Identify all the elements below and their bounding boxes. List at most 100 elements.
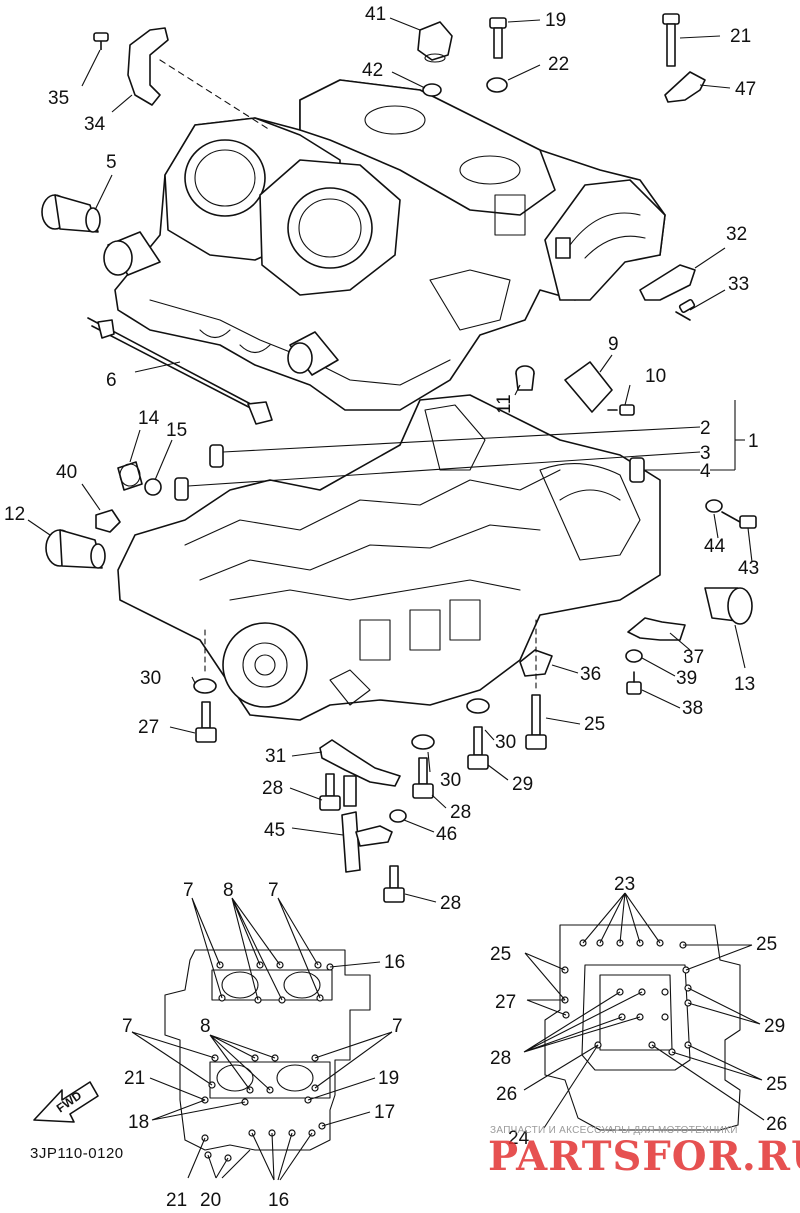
watermark-caption: ЗАПЧАСТИ И АКСЕССУАРЫ ДЛЯ МОТОТЕХНИКИ: [490, 1125, 738, 1136]
callout-41: 41: [365, 4, 386, 25]
callout-47: 47: [735, 79, 756, 100]
callout-19: 19: [545, 10, 566, 31]
upper-label-16a: 16: [384, 952, 405, 973]
lower-label-25c: 25: [766, 1074, 787, 1095]
callout-45: 45: [264, 820, 285, 841]
part-10-screw: [607, 404, 635, 416]
part-25-bolt: [525, 694, 547, 750]
callout-35: 35: [48, 88, 69, 109]
callout-40: 40: [56, 462, 77, 483]
part-40-cap: [95, 509, 121, 533]
lower-case-bolt-pattern: 23 25 25 27 29 28 26 25 24 26: [490, 874, 787, 1149]
part-32-bracket: [639, 264, 696, 301]
upper-label-18: 18: [128, 1112, 149, 1133]
lower-crankcase: [117, 394, 661, 721]
part-12-plug: [45, 529, 106, 569]
callout-30-left: 30: [140, 668, 161, 689]
part-21-bolt: [662, 13, 680, 67]
part-47-clamp: [664, 71, 706, 103]
callout-39: 39: [676, 668, 697, 689]
callout-5: 5: [106, 152, 117, 173]
leader-lines: [27, 17, 753, 903]
part-number-code: 3JP110-0120: [30, 1145, 124, 1162]
part-39-washer: [625, 649, 643, 663]
callout-10: 10: [645, 366, 666, 387]
part-28-bolt-b: [319, 773, 341, 811]
upper-label-8b: 8: [200, 1016, 211, 1037]
upper-case-bolt-pattern: 7 8 7 16 7 8 7 21 19 18 17 21 20 16: [122, 880, 405, 1211]
callout-42: 42: [362, 60, 383, 81]
lower-label-29: 29: [764, 1016, 785, 1037]
upper-label-21b: 21: [166, 1190, 187, 1211]
callout-46: 46: [436, 824, 457, 845]
callout-labels: 41 19 21 42 22 47 35 34 5 32 33 9 6 10 1…: [4, 4, 759, 914]
upper-label-19: 19: [378, 1068, 399, 1089]
upper-label-17: 17: [374, 1102, 395, 1123]
callout-34: 34: [84, 114, 106, 135]
lower-label-24: 24: [508, 1128, 530, 1149]
part-5-plug: [41, 194, 101, 233]
part-22-washer: [486, 77, 508, 93]
part-44-washer: [705, 499, 723, 513]
part-14-plug: [117, 461, 143, 491]
callout-9: 9: [608, 334, 619, 355]
part-41-plug: [417, 21, 453, 63]
upper-label-7b: 7: [268, 880, 279, 901]
lower-label-23: 23: [614, 874, 635, 895]
callout-21: 21: [730, 26, 751, 47]
callout-14: 14: [138, 408, 160, 429]
part-33-screw: [675, 298, 696, 321]
callout-33: 33: [728, 274, 749, 295]
forward-arrow: FWD: [33, 1081, 99, 1123]
part-9-plate: [564, 361, 613, 413]
callout-12: 12: [4, 504, 25, 525]
part-46-oring: [389, 809, 407, 823]
part-29-bolt: [467, 726, 489, 770]
callout-37: 37: [683, 647, 704, 668]
upper-label-21: 21: [124, 1068, 145, 1089]
callout-30-low: 30: [440, 770, 461, 791]
callout-43: 43: [738, 558, 759, 579]
part-11-plug: [515, 365, 535, 391]
part-30-washer-low: [411, 734, 435, 750]
part-15-oring: [144, 478, 162, 496]
part-6-stud: [87, 317, 273, 425]
part-2-dowel: [209, 444, 224, 468]
callout-31: 31: [265, 746, 286, 767]
part-30-washer-mid: [466, 698, 490, 714]
lower-label-28: 28: [490, 1048, 511, 1069]
callout-27: 27: [138, 717, 159, 738]
callout-32: 32: [726, 224, 747, 245]
callout-22: 22: [548, 54, 569, 75]
upper-label-7d: 7: [392, 1016, 403, 1037]
part-37-clamp: [627, 617, 686, 641]
part-45-pipe: [341, 775, 393, 873]
callout-28-left: 28: [262, 778, 283, 799]
lower-label-26a: 26: [496, 1084, 517, 1105]
callout-28-mid: 28: [450, 802, 471, 823]
callout-29: 29: [512, 774, 533, 795]
part-28-bolt-a: [412, 757, 434, 799]
callout-1: 1: [748, 431, 759, 452]
callout-3: 3: [700, 443, 711, 464]
callout-15: 15: [166, 420, 187, 441]
callout-44: 44: [704, 536, 726, 557]
lower-label-27: 27: [495, 992, 516, 1013]
part-36-clip: [519, 649, 553, 677]
part-30-washer-left: [193, 678, 217, 694]
upper-label-16b: 16: [268, 1190, 289, 1211]
part-31-bracket: [319, 739, 401, 787]
upper-crankcase: [103, 79, 666, 411]
upper-label-8a: 8: [223, 880, 234, 901]
part-35-screw: [93, 32, 109, 50]
callout-4: 4: [700, 461, 711, 482]
callout-6: 6: [106, 370, 117, 391]
callout-13: 13: [734, 674, 755, 695]
callout-30-mid: 30: [495, 732, 516, 753]
part-3-dowel: [174, 477, 189, 501]
part-34-bracket: [127, 27, 169, 106]
callout-28-low: 28: [440, 893, 461, 914]
part-4-dowel: [629, 457, 645, 483]
part-28-bolt-c: [383, 865, 405, 903]
